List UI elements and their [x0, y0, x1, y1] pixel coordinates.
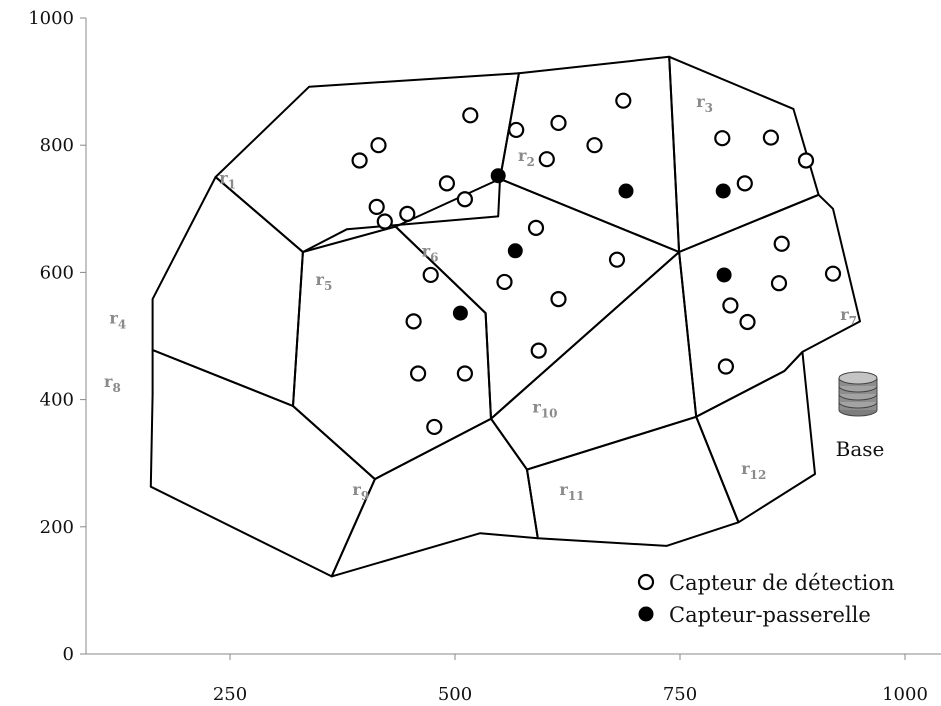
- y-tick-label: 800: [40, 135, 74, 156]
- y-tick-label: 400: [40, 390, 74, 411]
- region-r8: [149, 349, 376, 578]
- gateway-sensor: [490, 168, 506, 184]
- sensors: [351, 92, 842, 436]
- region-label-r4: r4: [109, 308, 126, 331]
- detection-sensor: [426, 418, 443, 436]
- detection-sensor: [722, 297, 739, 314]
- legend: Capteur de détection Capteur-passerelle: [637, 571, 895, 627]
- gateway-sensor: [716, 267, 732, 283]
- detection-sensor: [422, 266, 439, 284]
- region-label-r10: r10: [532, 397, 557, 420]
- regions: [149, 55, 861, 578]
- detection-sensor: [586, 137, 603, 154]
- detection-sensor: [438, 175, 455, 192]
- region-label-r8: r8: [104, 372, 121, 395]
- detection-sensor: [496, 273, 513, 291]
- y-tick-label: 200: [40, 517, 74, 538]
- detection-sensor: [456, 365, 473, 382]
- detection-sensor: [615, 92, 632, 109]
- y-tick-label: 600: [40, 262, 74, 283]
- detection-sensor: [608, 251, 626, 268]
- detection-sensor: [410, 365, 427, 382]
- detection-sensor: [399, 205, 416, 222]
- detection-sensor: [456, 191, 473, 208]
- base-station: Base: [836, 371, 885, 461]
- detection-sensor: [405, 313, 422, 330]
- region-r5: [292, 225, 492, 481]
- detection-sensor: [714, 130, 731, 147]
- x-tick-label: 1000: [882, 684, 928, 705]
- detection-sensor: [739, 313, 756, 331]
- region-r7: [678, 193, 861, 418]
- legend-gateway-marker: [638, 606, 654, 622]
- axes: 0 200 400 600 800 1000 250 500 750 1000: [28, 8, 941, 705]
- region-r4: [151, 176, 304, 407]
- region-label-r1: r1: [219, 168, 236, 191]
- region-r6: [394, 177, 681, 420]
- region-label-r12: r12: [741, 459, 766, 482]
- region-label-r5: r5: [316, 270, 333, 293]
- region-r12: [695, 350, 816, 524]
- region-label-r7: r7: [840, 305, 857, 328]
- x-tick-label: 500: [438, 684, 472, 705]
- detection-sensor: [376, 213, 393, 230]
- detection-sensor: [717, 358, 735, 375]
- detection-sensor: [773, 235, 790, 252]
- detection-sensor: [527, 219, 545, 236]
- detection-sensor: [550, 291, 567, 308]
- detection-sensor: [824, 265, 842, 282]
- database-icon: [838, 371, 878, 417]
- detection-sensor: [762, 129, 780, 146]
- base-label: Base: [836, 437, 885, 461]
- detection-sensor: [736, 175, 753, 192]
- detection-sensor: [368, 198, 385, 215]
- detection-sensor: [351, 152, 368, 169]
- gateway-sensor: [618, 183, 634, 199]
- gateway-sensor: [715, 183, 731, 199]
- region-r11: [526, 415, 740, 547]
- region-label-r3: r3: [696, 92, 713, 115]
- x-tick-label: 750: [663, 684, 697, 705]
- gateway-sensor: [452, 305, 468, 321]
- region-label-r6: r6: [422, 242, 439, 265]
- region-label-r9: r9: [352, 480, 369, 503]
- y-tick-label: 0: [63, 644, 74, 665]
- region-r1: [214, 72, 520, 253]
- gateway-sensor: [507, 243, 523, 259]
- region-label-r2: r2: [518, 146, 535, 169]
- region-labels: r1 r2 r3 r4 r5 r6 r7 r8 r9 r10 r11 r12: [104, 92, 857, 503]
- region-r10: [490, 251, 698, 471]
- detection-sensor: [770, 275, 788, 292]
- x-tick-label: 250: [213, 684, 247, 705]
- legend-gateway-label: Capteur-passerelle: [669, 603, 871, 627]
- region-r3: [668, 55, 820, 253]
- region-label-r11: r11: [559, 480, 584, 503]
- detection-sensor: [462, 107, 479, 124]
- legend-detection-label: Capteur de détection: [669, 571, 895, 595]
- detection-sensor: [530, 342, 547, 359]
- detection-sensor: [538, 151, 555, 168]
- detection-sensor: [550, 114, 567, 132]
- detection-sensor: [797, 152, 815, 169]
- legend-detection-marker: [637, 573, 655, 591]
- y-tick-label: 1000: [28, 8, 74, 29]
- detection-sensor: [508, 121, 525, 139]
- detection-sensor: [370, 137, 387, 154]
